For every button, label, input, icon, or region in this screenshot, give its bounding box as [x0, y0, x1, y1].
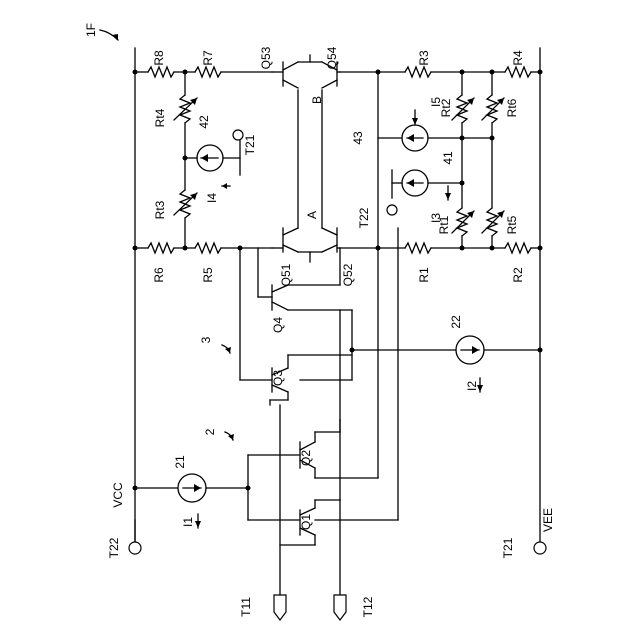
node-b-label: B [310, 96, 324, 104]
label-r1: R1 [417, 267, 431, 283]
terminal-t22-vcc [129, 542, 141, 554]
label-i4: I4 [205, 193, 219, 203]
label-q51: Q51 [279, 263, 293, 286]
label-q3: Q3 [271, 370, 285, 386]
label-q53: Q53 [259, 46, 273, 69]
label-i1: I1 [181, 517, 195, 527]
label-source-41: 41 [441, 151, 455, 165]
thermistor-rt5 [487, 208, 497, 236]
thermistor-rt6 [487, 95, 497, 123]
label-t22-mid: T22 [357, 207, 371, 228]
label-i3: I3 [429, 213, 443, 223]
resistor-r8 [148, 67, 174, 77]
label-r3: R3 [417, 50, 431, 66]
label-t11: T11 [239, 597, 253, 617]
label-vcc: VCC [111, 482, 125, 508]
thermistor-rt2 [457, 95, 467, 123]
figure-label: 1F [84, 23, 98, 37]
label-t22-vcc: T22 [107, 537, 121, 558]
label-q54: Q54 [325, 46, 339, 69]
label-source-22: 22 [449, 315, 463, 329]
label-q4: Q4 [271, 317, 285, 333]
resistor-r4 [505, 67, 531, 77]
label-q1: Q1 [299, 514, 313, 530]
label-r6: R6 [152, 267, 166, 283]
label-vee: VEE [541, 508, 555, 532]
label-t12: T12 [361, 596, 375, 617]
terminal-t11 [274, 595, 286, 620]
node-a-label: A [305, 211, 319, 219]
block-3-label: 3 [199, 336, 213, 343]
label-q52: Q52 [341, 263, 355, 286]
terminal-t12 [334, 595, 346, 620]
label-r4: R4 [511, 50, 525, 66]
label-r8: R8 [152, 50, 166, 66]
label-source-42: 42 [197, 115, 211, 129]
label-r2: R2 [511, 267, 525, 283]
resistor-r1 [405, 243, 431, 253]
label-t21-mid: T21 [243, 134, 257, 155]
terminal-t21-mid [233, 130, 243, 140]
label-rt3: Rt3 [153, 200, 167, 219]
label-source-43: 43 [351, 131, 365, 145]
terminal-t22-mid [387, 205, 397, 215]
label-rt5: Rt5 [505, 215, 519, 234]
label-source-21: 21 [173, 455, 187, 469]
resistor-r3 [405, 67, 431, 77]
block-2-label: 2 [203, 428, 217, 435]
label-rt4: Rt4 [153, 108, 167, 127]
label-t21-vee: T21 [501, 537, 515, 558]
label-r7: R7 [201, 50, 215, 66]
label-rt6: Rt6 [505, 98, 519, 117]
terminal-t21-vee [534, 542, 546, 554]
resistor-r7 [195, 67, 221, 77]
thermistor-rt1 [457, 208, 467, 236]
label-i2: I2 [465, 381, 479, 391]
label-q2: Q2 [299, 450, 313, 466]
resistor-r5 [195, 243, 221, 253]
label-i5: I5 [429, 97, 443, 107]
resistor-r6 [148, 243, 174, 253]
label-r5: R5 [201, 267, 215, 283]
resistor-r2 [505, 243, 531, 253]
